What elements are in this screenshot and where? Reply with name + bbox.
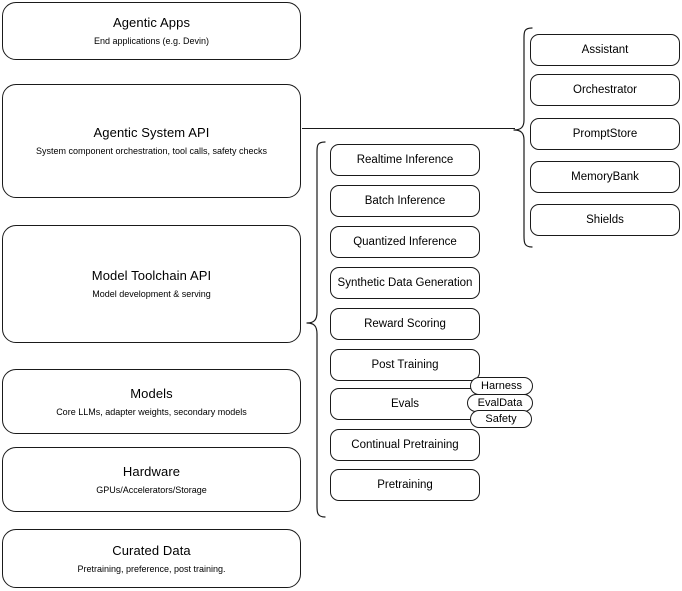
toolchain-box-pretraining[interactable]: Pretraining [330,469,480,501]
stack-layer-hardware[interactable]: Hardware GPUs/Accelerators/Storage [2,447,301,512]
pill-label: Safety [485,412,517,425]
box-label: Quantized Inference [353,236,457,248]
layer-subtitle: End applications (e.g. Devin) [93,36,210,46]
stack-layer-curated-data[interactable]: Curated Data Pretraining, preference, po… [2,529,301,588]
layer-subtitle: System component orchestration, tool cal… [35,146,268,156]
toolchain-box-continual-pretraining[interactable]: Continual Pretraining [330,429,480,461]
layer-title: Curated Data [112,542,191,558]
system-box-orchestrator[interactable]: Orchestrator [530,74,680,106]
layer-subtitle: Model development & serving [92,289,211,299]
layer-title: Model Toolchain API [91,268,212,283]
layer-title: Agentic Apps [112,15,191,30]
connector-line-system-api-to-components [302,128,515,129]
stack-layer-agentic-apps[interactable]: Agentic Apps End applications (e.g. Devi… [2,2,301,60]
box-label: Realtime Inference [356,154,454,166]
box-label: Continual Pretraining [351,439,459,451]
box-label: PromptStore [572,128,638,140]
box-label: Synthetic Data Generation [337,277,473,289]
layer-title: Agentic System API [93,125,210,140]
system-box-memorybank[interactable]: MemoryBank [530,161,680,193]
toolchain-box-evals[interactable]: Evals [330,388,480,420]
toolchain-box-quantized-inference[interactable]: Quantized Inference [330,226,480,258]
toolchain-box-reward-scoring[interactable]: Reward Scoring [330,308,480,340]
evals-pill-safety[interactable]: Safety [470,410,532,428]
system-box-shields[interactable]: Shields [530,204,680,236]
box-label: Pretraining [377,479,433,491]
brace-toolchain [306,141,326,518]
box-label: MemoryBank [571,171,639,183]
evals-pill-harness[interactable]: Harness [470,377,533,395]
system-box-assistant[interactable]: Assistant [530,34,680,66]
box-label: Orchestrator [573,84,637,96]
layer-title: Hardware [122,463,181,479]
layer-subtitle: Pretraining, preference, post training. [77,563,226,574]
pill-label: EvalData [477,396,523,409]
stack-layer-model-toolchain-api[interactable]: Model Toolchain API Model development & … [2,225,301,343]
box-label: Evals [390,398,420,410]
toolchain-box-synthetic-data-generation[interactable]: Synthetic Data Generation [330,267,480,299]
system-box-promptstore[interactable]: PromptStore [530,118,680,150]
box-label: Post Training [371,359,439,371]
layer-subtitle: GPUs/Accelerators/Storage [96,484,207,495]
stack-layer-models[interactable]: Models Core LLMs, adapter weights, secon… [2,369,301,434]
toolchain-box-post-training[interactable]: Post Training [330,349,480,381]
brace-system-components [513,27,533,248]
box-label: Reward Scoring [364,318,446,330]
layer-title: Models [130,385,173,401]
toolchain-box-batch-inference[interactable]: Batch Inference [330,185,480,217]
pill-label: Harness [481,379,522,392]
stack-layer-agentic-system-api[interactable]: Agentic System API System component orch… [2,84,301,198]
box-label: Shields [586,214,624,226]
layer-subtitle: Core LLMs, adapter weights, secondary mo… [56,406,247,417]
toolchain-box-realtime-inference[interactable]: Realtime Inference [330,144,480,176]
box-label: Assistant [581,44,629,56]
box-label: Batch Inference [364,195,446,207]
